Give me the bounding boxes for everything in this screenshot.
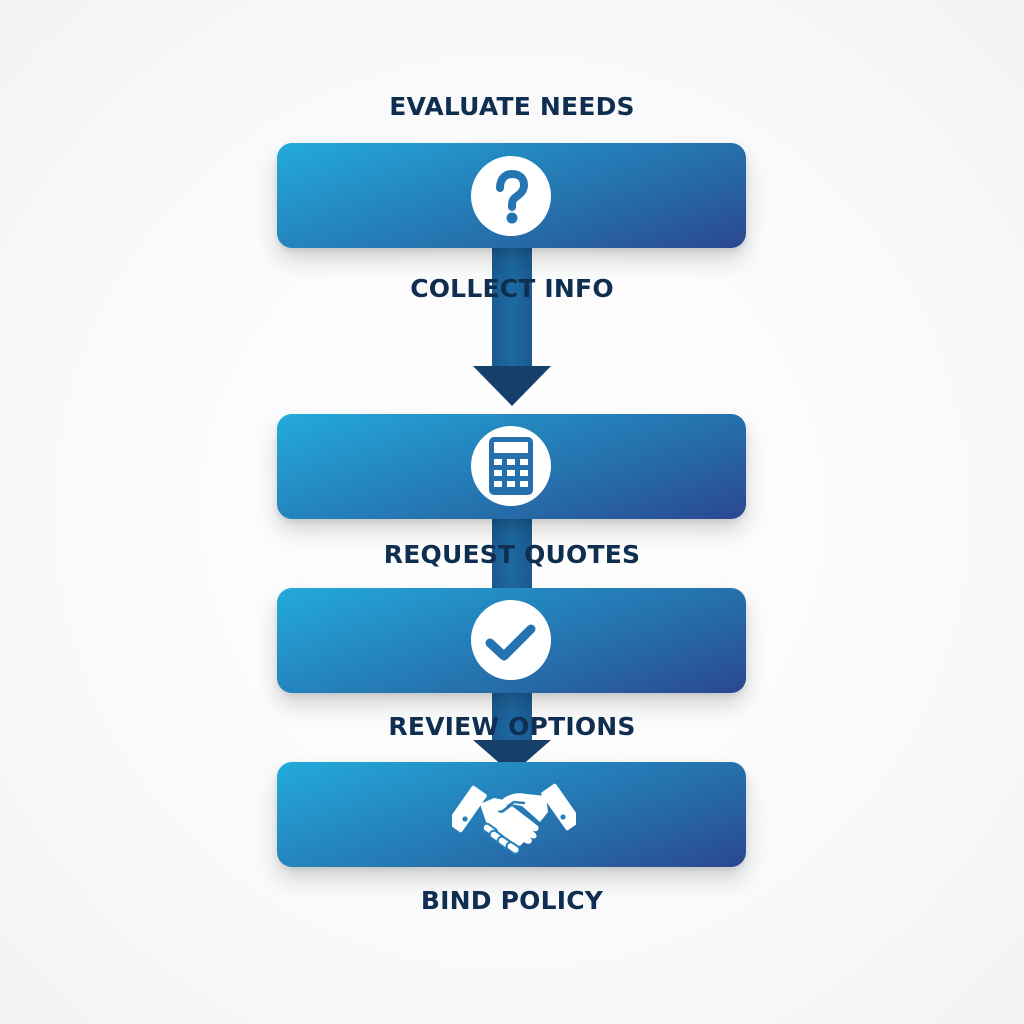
- step-label-bind-policy: BIND POLICY: [420, 886, 604, 915]
- handshake-icon: [447, 770, 581, 855]
- checkmark-icon: [471, 600, 551, 680]
- connector-arrow-shaft: [492, 690, 532, 742]
- step-box-review-options: [277, 762, 746, 867]
- step-label-collect-info: COLLECT INFO: [410, 274, 614, 303]
- step-label-review-options: REVIEW OPTIONS: [388, 712, 636, 741]
- step-box-evaluate-needs: [277, 143, 746, 248]
- step-label-evaluate-needs: EVALUATE NEEDS: [389, 92, 635, 121]
- step-label-request-quotes: REQUEST QUOTES: [383, 540, 641, 569]
- connector-bar: [492, 515, 532, 593]
- step-box-request-quotes: [277, 588, 746, 693]
- calculator-icon: [471, 426, 551, 506]
- connector-arrow-shaft: [492, 245, 532, 367]
- connector-arrowhead: [473, 366, 551, 406]
- step-box-collect-info: [277, 414, 746, 519]
- question-mark-icon: [471, 156, 551, 236]
